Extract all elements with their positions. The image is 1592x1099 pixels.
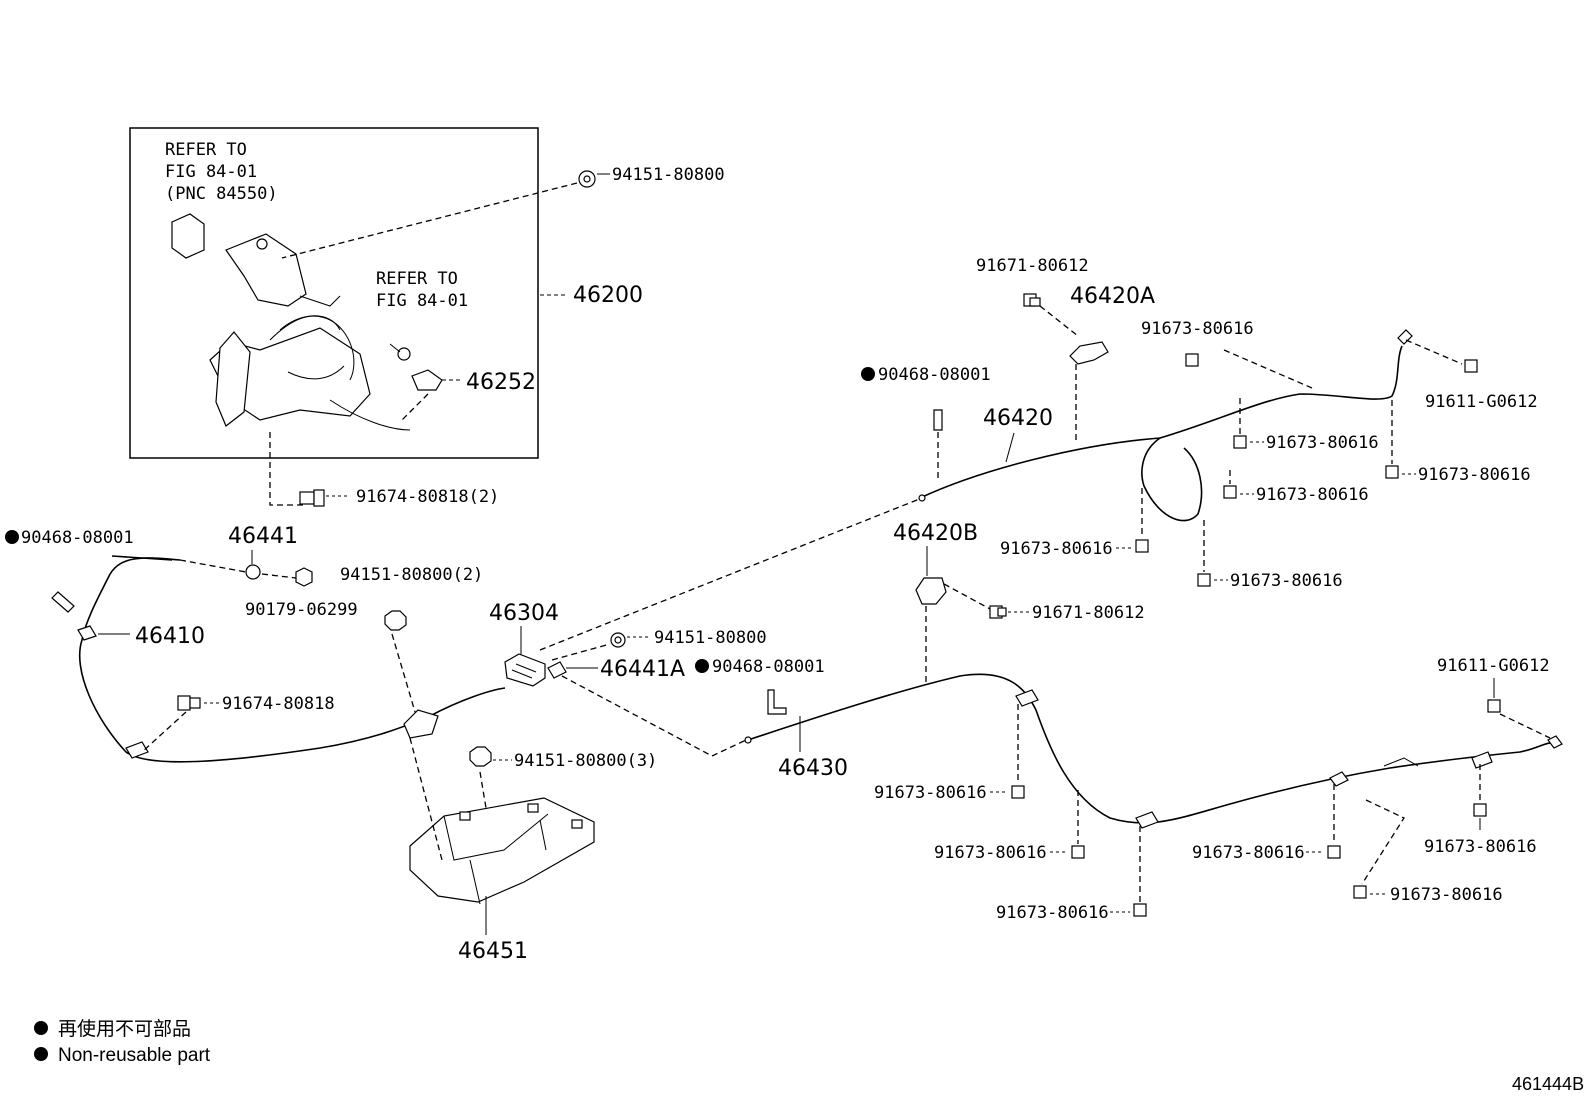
label-46430: 46430 <box>778 756 848 781</box>
label-91673-80616-a: 91673-80616 <box>1141 319 1254 339</box>
clip-90468-08001-mid <box>933 409 943 431</box>
label-46420A: 46420A <box>1070 284 1155 309</box>
nut-94151-80800-3 <box>469 746 492 767</box>
non-reusable-mark-mid <box>861 367 875 381</box>
assembly-group-box <box>129 127 539 459</box>
label-91671-80612-top: 91671-80612 <box>976 256 1089 276</box>
bolt-91611-G0612-top <box>1464 359 1478 373</box>
nut-94151-80800-2 <box>384 610 407 631</box>
dash-nut-to-bracket <box>281 182 578 259</box>
label-46200: 46200 <box>573 283 643 308</box>
bolt-91673-80616-b <box>1233 435 1247 449</box>
label-90468-08001-mid: 90468-08001 <box>878 365 991 385</box>
clip-90468-08001-low <box>767 689 787 715</box>
label-91673-80616-l: 91673-80616 <box>1390 885 1503 905</box>
bolt-91673-80616-g <box>1011 785 1025 799</box>
figure-id: 461444B <box>1512 1074 1584 1094</box>
refer-note-2-line1: REFER TO <box>376 269 458 289</box>
legend-bullet-en <box>34 1047 48 1061</box>
bolt-91611-G0612-low <box>1487 699 1501 713</box>
bolt-in-box <box>389 343 411 361</box>
dash-box-to-bolt <box>269 432 305 506</box>
legend-text-en: Non-reusable part <box>58 1045 211 1066</box>
label-91673-80616-h: 91673-80616 <box>934 843 1047 863</box>
label-46441A: 46441A <box>600 657 685 682</box>
bolt-91673-80616-l <box>1353 885 1367 899</box>
label-91674-80818: 91674-80818 <box>222 694 335 714</box>
label-91673-80616-b: 91673-80616 <box>1266 433 1379 453</box>
cable-equalizer <box>403 709 439 739</box>
label-91673-80616-k: 91673-80616 <box>1424 837 1537 857</box>
label-46420: 46420 <box>983 406 1053 431</box>
bolt-91673-80616-f <box>1197 573 1211 587</box>
bolt-91673-80616-h <box>1071 845 1085 859</box>
bolt-91673-80616-j <box>1327 845 1341 859</box>
label-91671-80612-mid: 91671-80612 <box>1032 603 1145 623</box>
non-reusable-mark-low <box>695 659 709 673</box>
lever-knob-46252 <box>411 369 443 391</box>
label-91674-80818-2: 91674-80818(2) <box>356 487 499 507</box>
cable-46420-loop <box>1141 437 1203 522</box>
dash-46304-to-46420 <box>539 497 923 651</box>
cable-46410 <box>78 557 506 763</box>
refer-note-1-line2: FIG 84-01 <box>165 162 257 182</box>
cable-46420 <box>919 345 1403 499</box>
label-91673-80616-i: 91673-80616 <box>996 903 1109 923</box>
refer-note-1-line3: (PNC 84550) <box>165 184 278 204</box>
protector-plate-46451 <box>409 797 595 905</box>
label-46252: 46252 <box>466 370 536 395</box>
non-reusable-mark-left <box>5 530 19 544</box>
bolt-91671-80612-mid <box>989 605 1007 619</box>
label-94151-80800-mid: 94151-80800 <box>654 628 767 648</box>
label-46410: 46410 <box>135 624 205 649</box>
clip-90468-08001-left <box>51 591 75 613</box>
bolt-91673-80616-i <box>1133 903 1147 917</box>
label-90468-08001-left: 90468-08001 <box>21 528 134 548</box>
label-46304: 46304 <box>489 601 559 626</box>
label-91673-80616-e: 91673-80616 <box>1000 539 1113 559</box>
refer-note-2-line2: FIG 84-01 <box>376 291 468 311</box>
nut-94151-80800-top <box>578 170 596 188</box>
cable-46430 <box>747 673 1557 824</box>
label-91673-80616-c: 91673-80616 <box>1418 465 1531 485</box>
label-94151-80800-2: 94151-80800(2) <box>340 565 483 585</box>
bolt-91674-80818-2 <box>299 489 325 507</box>
bracket-46304 <box>504 653 546 687</box>
label-90468-08001-low: 90468-08001 <box>712 657 825 677</box>
nut-90179-06299 <box>295 567 313 587</box>
bolt-91673-80616-a <box>1185 353 1199 367</box>
label-46420B: 46420B <box>893 521 978 546</box>
label-91611-G0612-low: 91611-G0612 <box>1437 656 1550 676</box>
bolt-91674-80818 <box>177 695 201 711</box>
bolt-91673-80616-c <box>1385 465 1399 479</box>
bolt-91673-80616-e <box>1135 539 1149 553</box>
legend-text-jp: 再使用不可部品 <box>58 1018 191 1040</box>
label-46441: 46441 <box>228 524 298 549</box>
bracket-46420A <box>1069 341 1109 365</box>
label-91673-80616-d: 91673-80616 <box>1256 485 1369 505</box>
label-91611-G0612-top: 91611-G0612 <box>1425 392 1538 412</box>
label-94151-80800-3: 94151-80800(3) <box>514 751 657 771</box>
label-94151-80800-top: 94151-80800 <box>612 165 725 185</box>
grommet-46441A <box>547 661 567 679</box>
grommet-46441 <box>245 564 261 580</box>
label-91673-80616-f: 91673-80616 <box>1230 571 1343 591</box>
label-90179-06299: 90179-06299 <box>245 600 358 620</box>
label-46451: 46451 <box>458 939 528 964</box>
legend-bullet-jp <box>34 1021 48 1035</box>
bolt-91673-80616-d <box>1223 485 1237 499</box>
dash-46441A-to-46430 <box>561 675 747 757</box>
bolt-91673-80616-k <box>1473 803 1487 817</box>
parking-brake-pedal-assembly <box>171 213 411 431</box>
refer-note-1-line1: REFER TO <box>165 140 247 160</box>
label-91673-80616-j: 91673-80616 <box>1192 843 1305 863</box>
bolt-91671-80612-top <box>1023 293 1041 307</box>
label-91673-80616-g: 91673-80616 <box>874 783 987 803</box>
bracket-46420B <box>915 577 947 605</box>
